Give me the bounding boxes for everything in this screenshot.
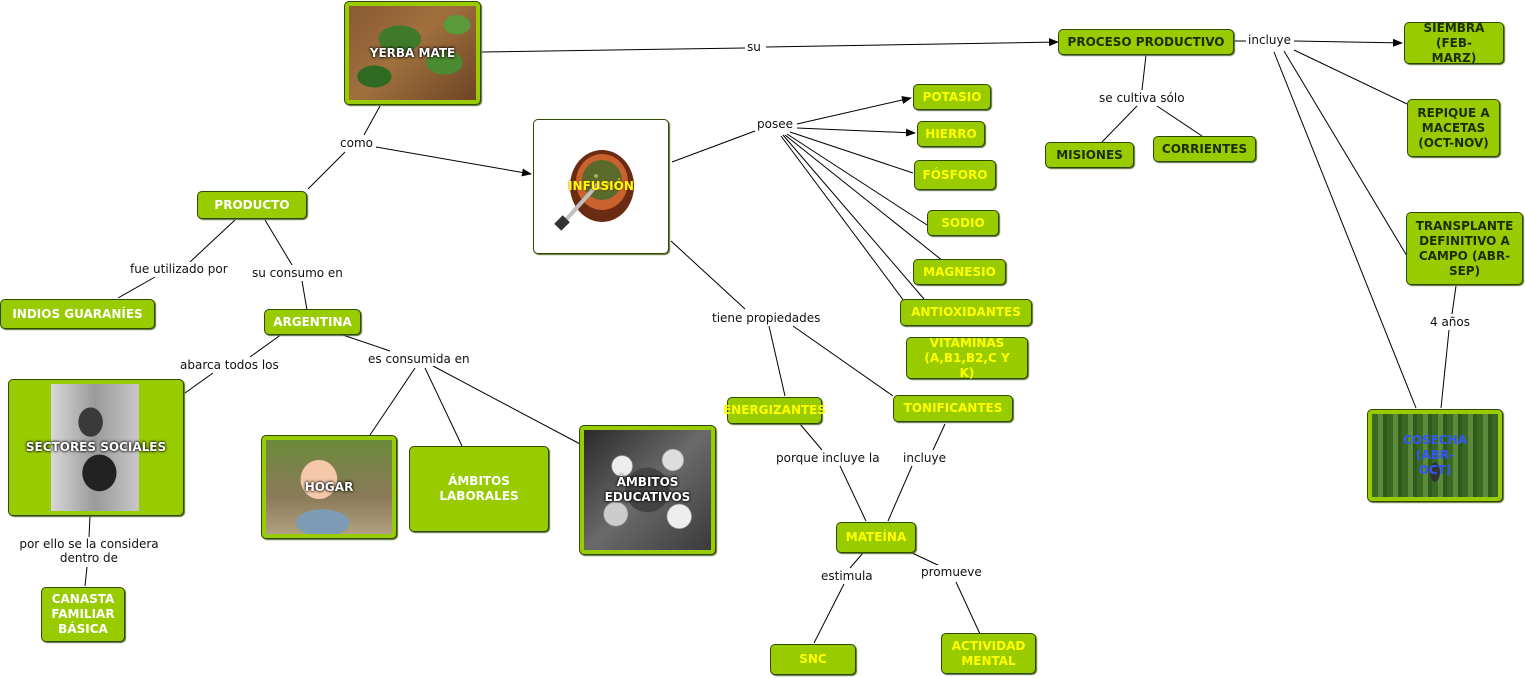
link-label-es-consumida-en: es consumida en (366, 352, 472, 366)
node-ambitos-educativos[interactable]: ÁMBITOS EDUCATIVOS (579, 425, 716, 555)
node-infusion[interactable]: INFUSIÓN (533, 119, 669, 254)
node-misiones[interactable]: MISIONES (1045, 142, 1134, 168)
link-label-se-cultiva-solo: se cultiva sólo (1097, 91, 1187, 105)
yerba-leaves-photo (349, 6, 476, 100)
node-transplante[interactable]: TRANSPLANTE DEFINITIVO A CAMPO (ABR-SEP) (1406, 212, 1523, 285)
node-ambitos-laborales[interactable]: ÁMBITOS LABORALES (409, 446, 549, 532)
link-label-tiene-propiedades: tiene propiedades (710, 311, 823, 325)
link-label-estimula: estimula (819, 569, 875, 583)
mate-gourd-photo (538, 124, 664, 249)
link-label-como: como (338, 136, 375, 150)
link-label-por-ello: por ello se la considera dentro de (14, 537, 164, 565)
node-actividad-mental[interactable]: ACTIVIDAD MENTAL (941, 633, 1036, 674)
child-photo (266, 440, 392, 534)
node-magnesio[interactable]: MAGNESIO (913, 259, 1006, 285)
elderly-man-photo (51, 384, 139, 511)
node-cosecha[interactable]: COSECHA (ABR-OCT) (1367, 409, 1503, 502)
link-label-4-anos: 4 años (1428, 315, 1473, 329)
link-label-promueve: promueve (919, 565, 984, 579)
link-label-fue-utilizado-por: fue utilizado por (128, 262, 230, 276)
link-label-su: su (745, 40, 763, 54)
node-label: COSECHA (ABR-OCT) (1403, 433, 1467, 477)
link-label-abarca-todos-los: abarca todos los (178, 358, 281, 372)
node-argentina[interactable]: ARGENTINA (264, 309, 361, 335)
node-repique[interactable]: REPIQUE A MACETAS (OCT-NOV) (1407, 99, 1500, 157)
node-potasio[interactable]: POTASIO (913, 84, 991, 110)
node-proceso-productivo[interactable]: PROCESO PRODUCTIVO (1058, 29, 1234, 55)
node-fosforo[interactable]: FÓSFORO (914, 160, 996, 190)
node-hierro[interactable]: HIERRO (917, 121, 985, 147)
link-label-incluye-proceso: incluye (1246, 33, 1293, 47)
node-label: YERBA MATE (369, 45, 456, 60)
node-vitaminas[interactable]: VITAMINAS (A,B1,B2,C Y K) (906, 336, 1028, 380)
harvest-field-photo (1372, 414, 1498, 497)
node-label: HOGAR (304, 479, 354, 494)
node-tonificantes[interactable]: TONIFICANTES (893, 395, 1013, 422)
link-label-posee: posee (755, 117, 795, 131)
node-siembra[interactable]: SIEMBRA (FEB-MARZ) (1404, 21, 1504, 65)
node-corrientes[interactable]: CORRIENTES (1153, 136, 1256, 162)
node-producto[interactable]: PRODUCTO (197, 191, 307, 219)
node-label: SECTORES SOCIALES (25, 440, 167, 454)
node-sectores-sociales[interactable]: SECTORES SOCIALES (8, 379, 184, 516)
node-canasta-familiar-basica[interactable]: CANASTA FAMILIAR BÁSICA (41, 587, 125, 642)
link-label-porque-incluye-la: porque incluye la (774, 451, 882, 465)
students-circle-photo (584, 430, 711, 550)
link-label-su-consumo-en: su consumo en (250, 266, 345, 280)
node-mateina[interactable]: MATEÍNA (836, 522, 916, 553)
node-label: ÁMBITOS EDUCATIVOS (604, 475, 691, 504)
node-energizantes[interactable]: ENERGIZANTES (723, 397, 826, 424)
link-label-incluye-tonificantes: incluye (901, 451, 948, 465)
node-antioxidantes[interactable]: ANTIOXIDANTES (900, 299, 1032, 326)
node-label: INFUSIÓN (568, 179, 634, 193)
node-sodio[interactable]: SODIO (927, 210, 999, 236)
node-hogar[interactable]: HOGAR (261, 435, 397, 539)
node-snc[interactable]: SNC (770, 644, 856, 675)
node-yerba-mate[interactable]: YERBA MATE (344, 1, 481, 105)
node-indios-guaranies[interactable]: INDIOS GUARANÍES (0, 299, 155, 329)
